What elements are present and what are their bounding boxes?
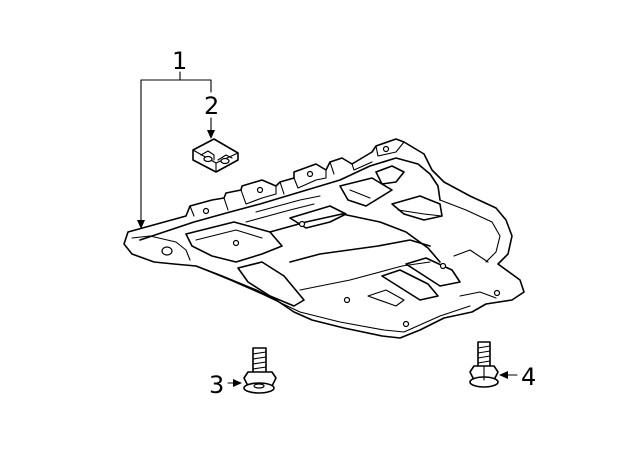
callout-2-leader [207, 117, 215, 139]
callout-3-leader [227, 379, 242, 387]
skid-plate-assembly-icon [123, 138, 525, 339]
callout-1-leader [137, 71, 212, 229]
callout-2-label: 2 [204, 92, 219, 120]
hex-flange-bolt-icon [469, 341, 499, 388]
bracket-clip-icon [192, 138, 239, 173]
callout-4-leader [499, 371, 518, 379]
callout-4-label: 4 [521, 363, 536, 391]
callout-3-label: 3 [209, 371, 224, 399]
flange-bolt-icon [243, 347, 277, 394]
callout-1-label: 1 [172, 47, 187, 75]
